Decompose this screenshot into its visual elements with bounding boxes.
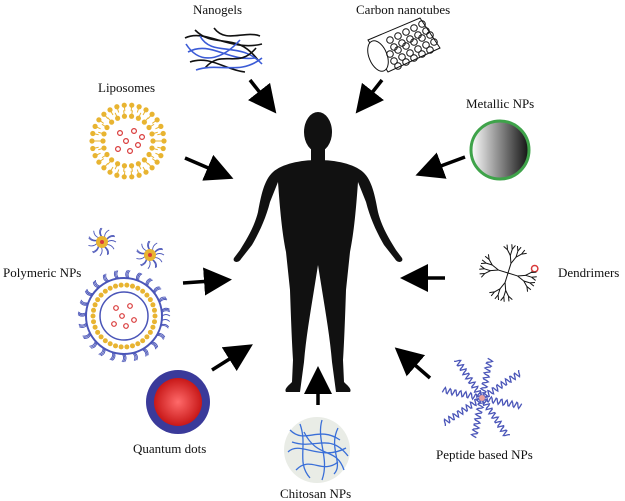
arrows	[182, 78, 466, 405]
dendrimer-icon	[479, 244, 539, 302]
label-carbon-nanotubes: Carbon nanotubes	[356, 2, 451, 17]
nanogel-network-icon	[184, 27, 263, 73]
arrow-peptide-based-nps	[394, 347, 432, 380]
arrow-metallic-nps	[415, 152, 466, 179]
label-metallic-nps: Metallic NPs	[466, 96, 535, 111]
arrow-liposomes	[184, 154, 234, 181]
label-chitosan-nps: Chitosan NPs	[280, 486, 352, 501]
label-peptide-based-nps: Peptide based NPs	[436, 447, 533, 462]
label-liposomes: Liposomes	[98, 80, 156, 95]
quantum-dot-icon	[146, 370, 210, 434]
arrow-nanogels	[248, 78, 277, 114]
metallic-sphere-icon	[469, 119, 531, 181]
arrow-carbon-nanotubes	[355, 78, 384, 114]
label-polymeric-nps: Polymeric NPs	[3, 265, 82, 280]
chitosan-network-icon	[284, 417, 350, 483]
arrow-quantum-dots	[211, 344, 253, 372]
label-nanogels: Nanogels	[193, 2, 243, 17]
polymeric-micelle-icon	[77, 227, 171, 363]
peptide-helix-icon	[441, 357, 523, 439]
liposome-icon	[89, 102, 167, 180]
human-silhouette	[233, 112, 403, 392]
carbon-nanotube-icon	[367, 17, 441, 73]
label-dendrimers: Dendrimers	[558, 265, 620, 280]
label-quantum-dots: Quantum dots	[133, 441, 207, 456]
arrow-polymeric-nps	[182, 267, 232, 296]
